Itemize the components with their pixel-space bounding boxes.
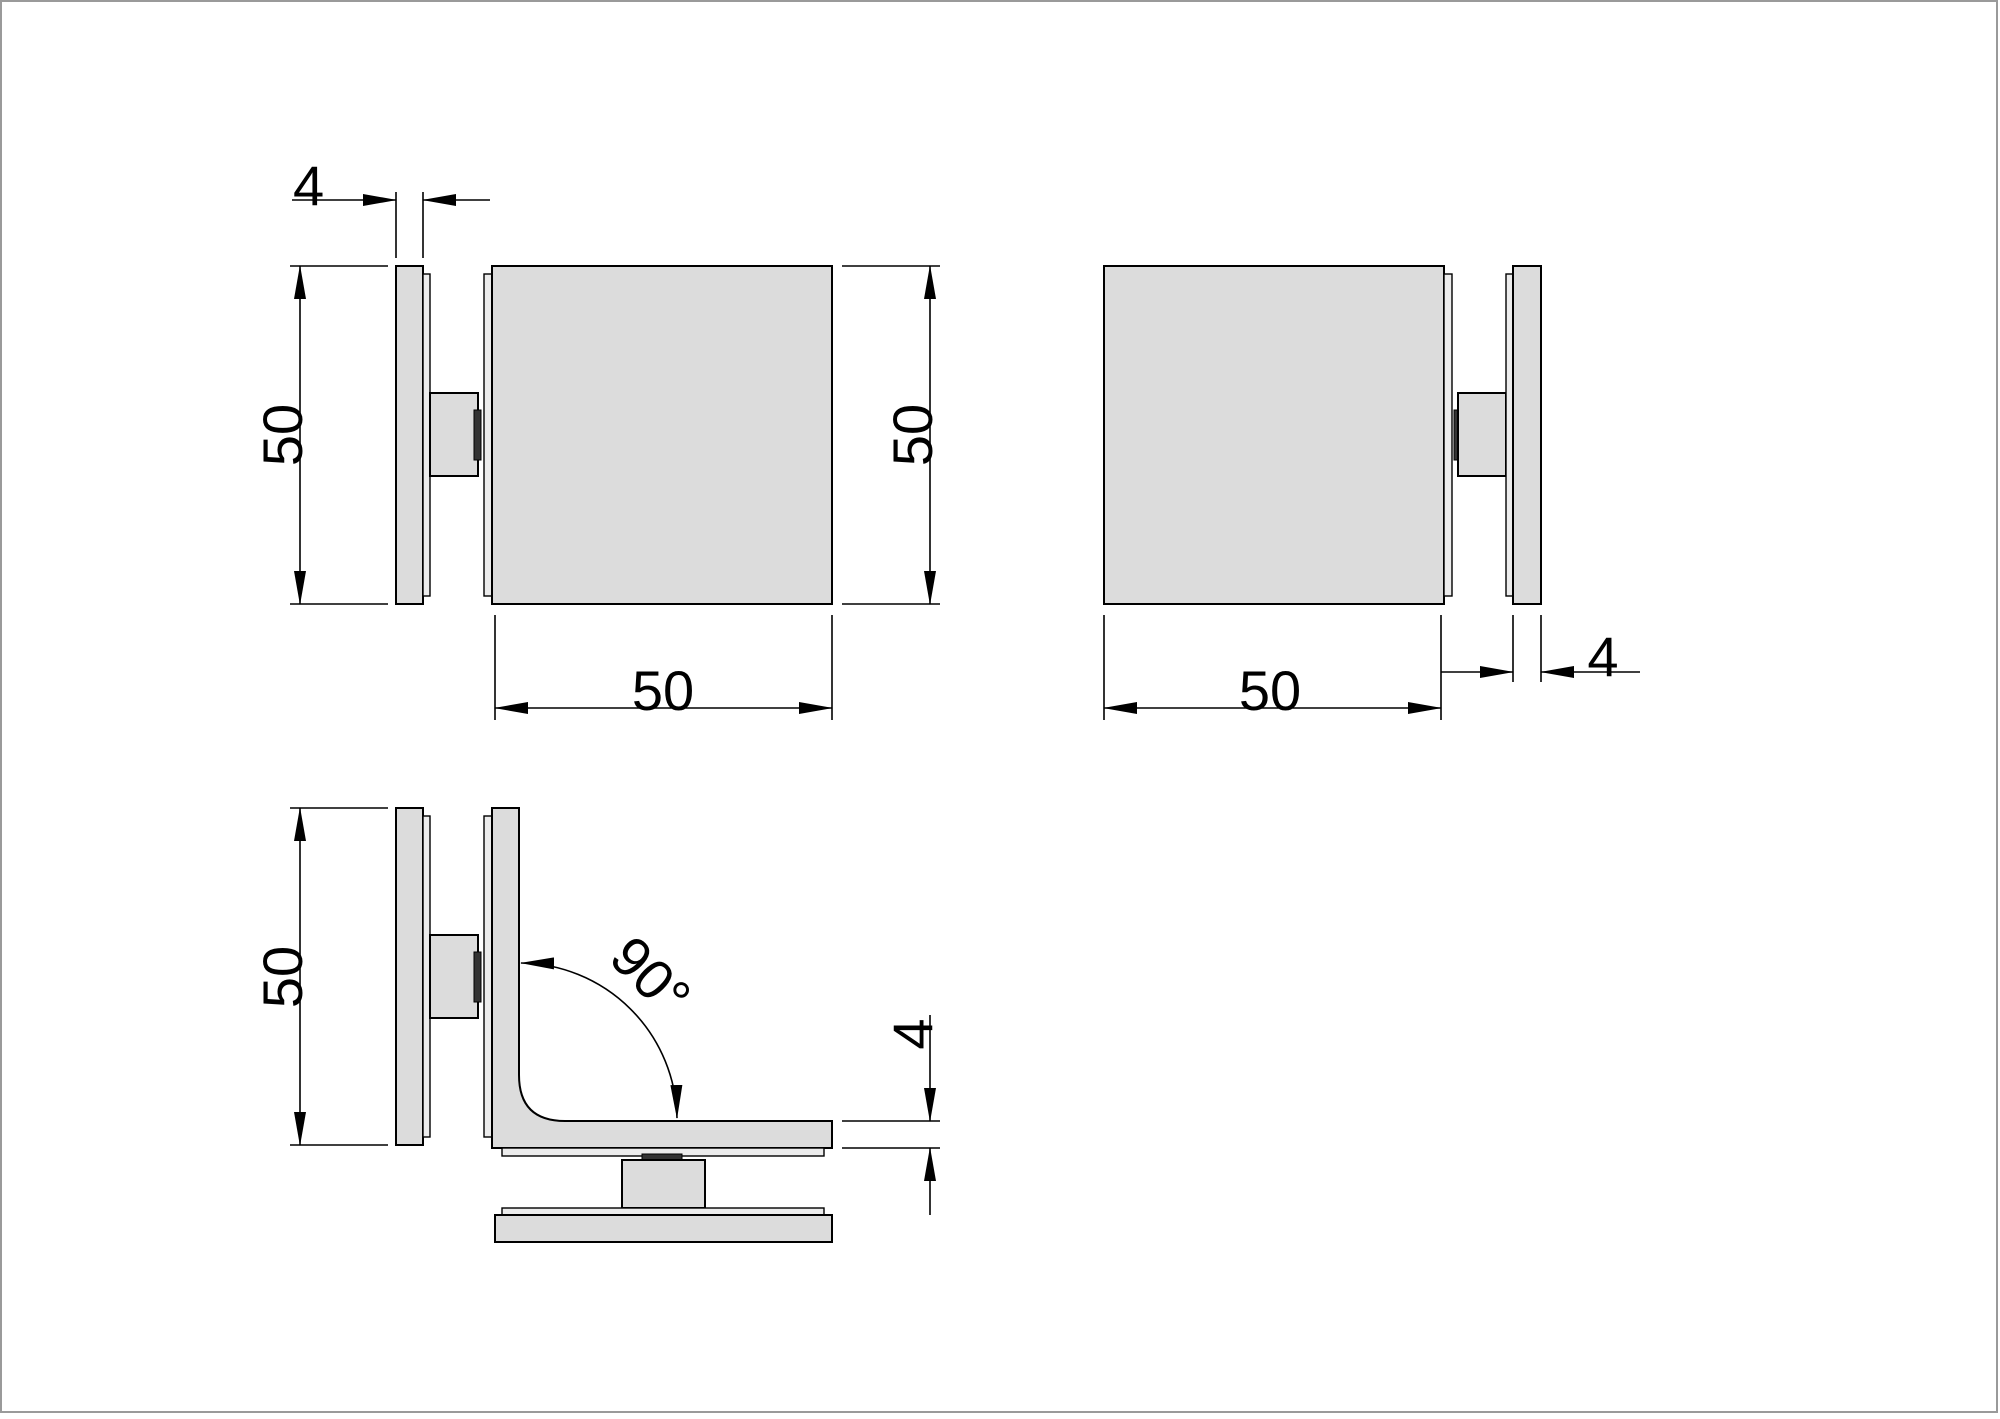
plate-pad	[501, 1207, 825, 1216]
mounting-plate	[1512, 265, 1542, 605]
mounting-plate	[494, 1214, 833, 1243]
dim-label-front-left-height: 50	[251, 404, 314, 466]
clamp-face	[1103, 265, 1445, 605]
dim-label-front-right-height: 50	[881, 404, 944, 466]
glass-pad	[483, 815, 493, 1138]
spacer-block	[1457, 392, 1507, 477]
dim-label-front-width: 50	[632, 659, 694, 722]
spacer-block	[429, 934, 479, 1019]
spacer-block	[621, 1159, 706, 1209]
glass-pad	[483, 273, 493, 597]
glass-pad	[1443, 273, 1453, 597]
dim-label-angle: 90°	[599, 924, 703, 1028]
plate-pad	[422, 815, 431, 1138]
mounting-plate	[395, 265, 424, 605]
clamp-face	[491, 265, 833, 605]
plate-pad	[422, 273, 431, 597]
rear-view: 50 4	[1103, 265, 1640, 722]
gasket	[473, 951, 482, 1003]
dim-label-front-thickness: 4	[293, 154, 324, 217]
side-view: 50 90° 4	[251, 807, 944, 1243]
spacer-block	[429, 392, 479, 477]
dim-label-rear-thickness: 4	[1587, 625, 1618, 688]
angle-arc	[520, 957, 683, 1119]
dim-label-side-thickness: 4	[881, 1018, 944, 1049]
dim-label-rear-width: 50	[1239, 659, 1301, 722]
front-view: 4 50 50 50	[251, 154, 944, 722]
mounting-plate	[395, 807, 424, 1146]
plate-pad	[1505, 273, 1514, 597]
dim-label-side-height: 50	[251, 946, 314, 1008]
gasket	[473, 409, 482, 461]
